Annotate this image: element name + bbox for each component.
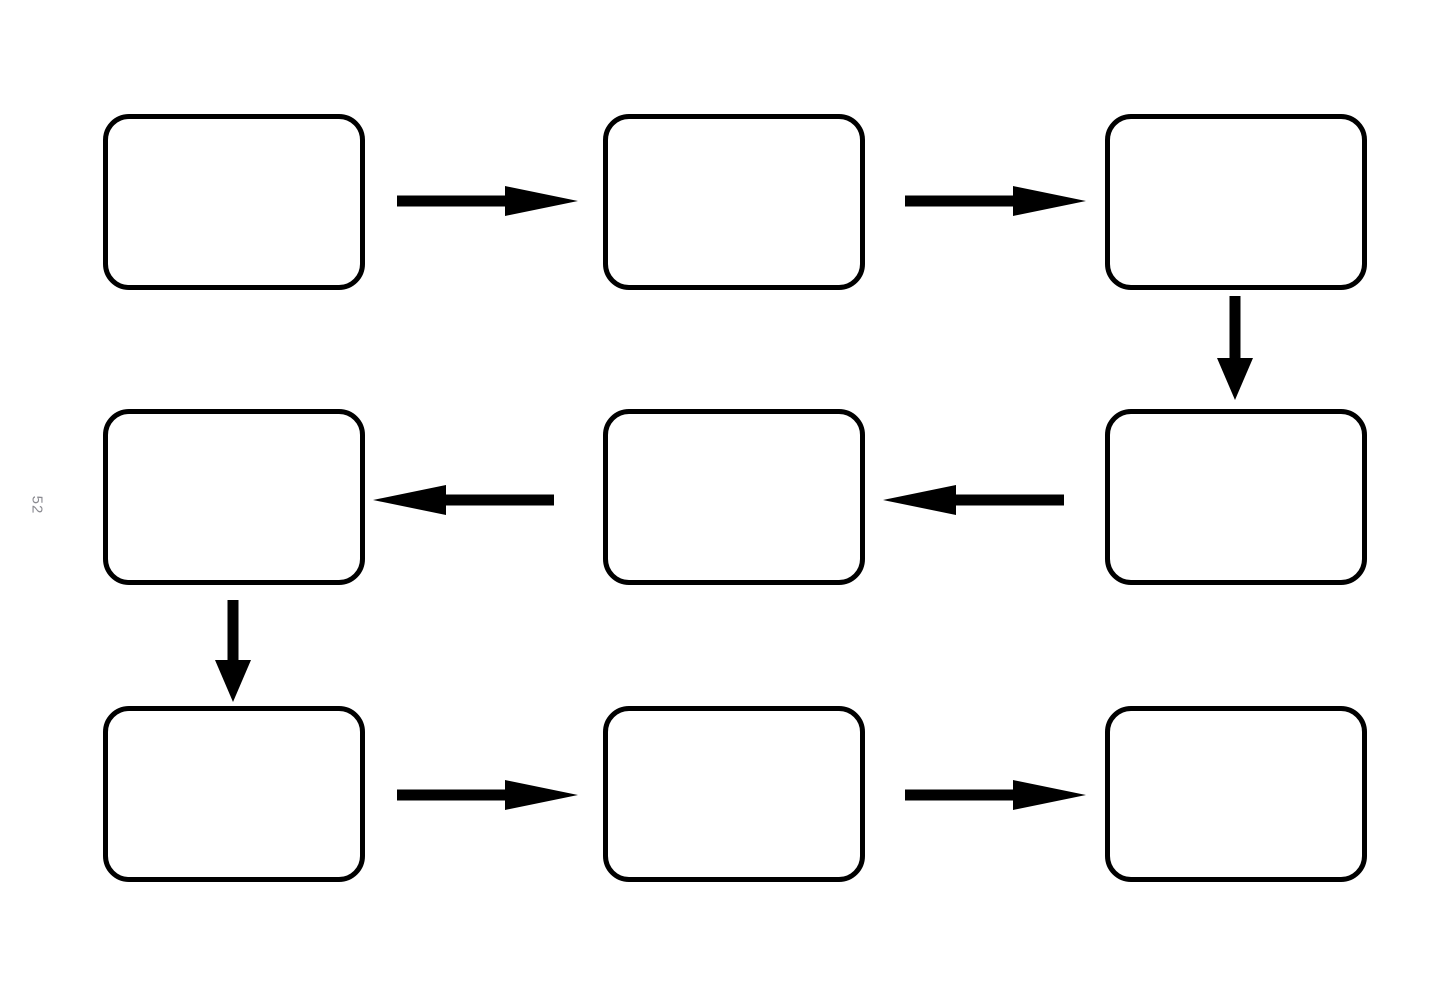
flow-box-7 [103, 706, 365, 882]
arrow-right-icon [905, 186, 1086, 216]
arrow-right-icon [397, 780, 578, 810]
flow-box-6 [1105, 409, 1367, 585]
arrow-left-icon [373, 485, 554, 515]
page-number: 52 [28, 495, 46, 515]
flow-box-2 [603, 114, 865, 290]
arrow-left-icon [883, 485, 1064, 515]
flow-box-4 [103, 409, 365, 585]
arrow-down-icon [1217, 296, 1253, 400]
flow-box-1 [103, 114, 365, 290]
arrow-right-icon [905, 780, 1086, 810]
flow-box-5 [603, 409, 865, 585]
arrow-right-icon [397, 186, 578, 216]
flow-box-9 [1105, 706, 1367, 882]
arrow-down-icon [215, 600, 251, 702]
flow-box-3 [1105, 114, 1367, 290]
flow-box-8 [603, 706, 865, 882]
